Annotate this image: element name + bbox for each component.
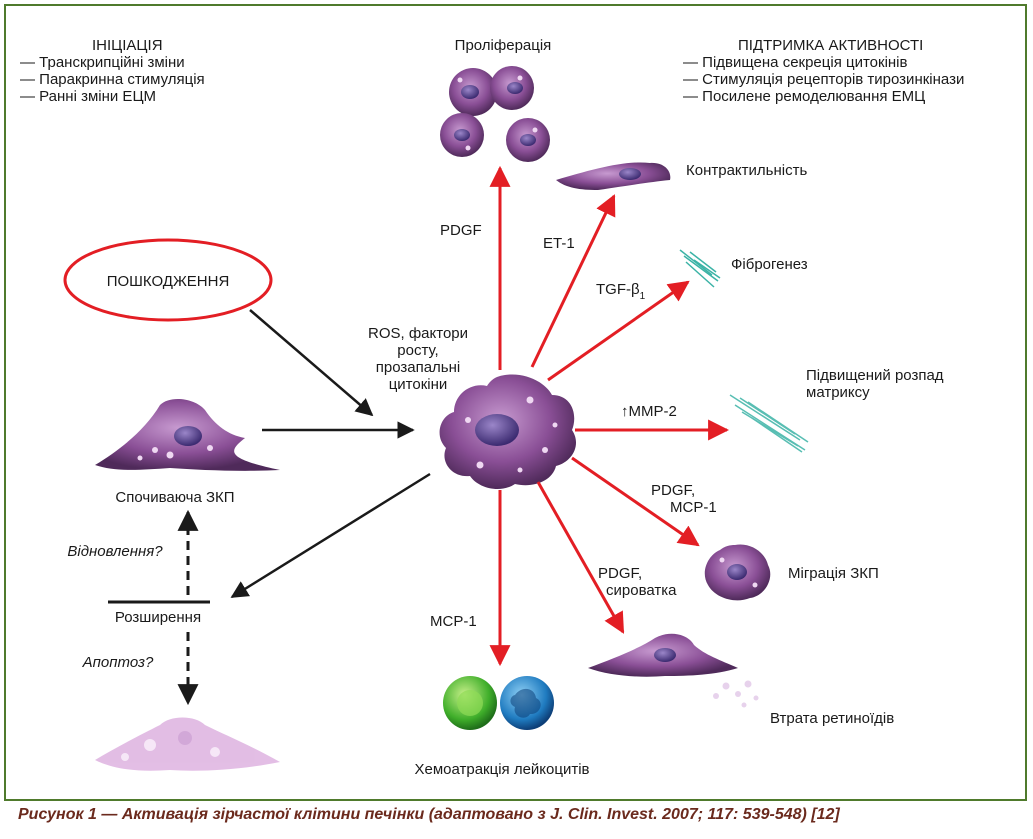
arrow-retinoid-loss: [536, 481, 625, 634]
support-item-1: — Підвищена секреція цитокінів: [683, 54, 908, 71]
injury-arrow: [249, 309, 374, 417]
support-title: ПІДТРИМКА АКТИВНОСТІ: [738, 37, 923, 54]
injury-label: ПОШКОДЖЕННЯ: [107, 273, 230, 290]
figure-caption: Рисунок 1 — Активація зірчастої клітини …: [18, 806, 840, 823]
migrating-cell: [704, 544, 771, 601]
outcome-chemoattraction-label: Хемоатракція лейкоцитів: [414, 761, 589, 778]
initiation-item-1: — Транскрипційні зміни: [20, 54, 185, 71]
mediator-pdgf-mcp1-line-1: PDGF,: [651, 482, 695, 499]
apoptosis-label: Апоптоз?: [82, 654, 154, 671]
outcome-retinoid-loss-label: Втрата ретиноїдів: [770, 710, 894, 727]
resting-hsc-cell: [95, 398, 280, 471]
mediator-tgf: TGF-β1: [596, 281, 646, 302]
mediator-mmp2: ↑MMP-2: [621, 403, 677, 420]
mediator-pdgf: PDGF: [440, 222, 482, 239]
mediator-et1: ET-1: [543, 235, 575, 252]
initiation-title: ІНІЦІАЦІЯ: [92, 37, 163, 54]
stimuli-line-4: цитокіни: [389, 376, 448, 393]
mediator-pdgf-serum-line-2: сироватка: [606, 582, 677, 599]
outcome-migration-label: Міграція ЗКП: [788, 565, 879, 582]
hsc-activation-diagram: ІНІЦІАЦІЯ — Транскрипційні зміни — Парак…: [20, 37, 964, 778]
fibrogenesis-fibers-icon: [679, 249, 721, 288]
contractile-cell: [556, 162, 671, 190]
initiation-item-3: — Ранні зміни ЕЦМ: [20, 88, 156, 105]
proliferating-cells: [440, 66, 550, 162]
activated-hsc-cell: [439, 374, 577, 490]
arrow-migration: [571, 456, 700, 547]
arrow-fibrogenesis: [547, 280, 690, 382]
apoptotic-cell: [95, 717, 280, 771]
outcome-proliferation-label: Проліферація: [455, 37, 552, 54]
reversion-label: Відновлення?: [67, 543, 163, 560]
outcome-matrix-label-line-2: матриксу: [806, 384, 870, 401]
retinoid-loss-cell: [588, 633, 759, 708]
stimuli-line-1: ROS, фактори: [368, 325, 468, 342]
active-to-resolution-arrow: [230, 472, 431, 599]
mediator-mcp1: MCP-1: [430, 613, 477, 630]
arrow-contractility: [530, 194, 616, 368]
support-item-2: — Стимуляція рецепторів тирозинкінази: [683, 71, 964, 88]
resolution-label: Розширення: [115, 609, 201, 626]
stimuli-line-2: росту,: [397, 342, 438, 359]
resting-hsc-label: Спочиваюча ЗКП: [115, 489, 234, 506]
injury-ellipse: [63, 238, 273, 322]
stimuli-line-3: прозапальні: [376, 359, 461, 376]
outcome-matrix-label-line-1: Підвищений розпад: [806, 367, 944, 384]
outcome-fibrogenesis-label: Фіброгенез: [731, 256, 808, 273]
mediator-pdgf-serum-line-1: PDGF,: [598, 565, 642, 582]
leukocytes: [443, 676, 554, 730]
outcome-contractility-label: Контрактильність: [686, 162, 807, 179]
matrix-fragments-icon: [729, 394, 809, 453]
support-item-3: — Посилене ремоделювання ЕМЦ: [683, 88, 925, 105]
initiation-item-2: — Паракринна стимуляція: [20, 71, 205, 88]
mediator-pdgf-mcp1-line-2: MCP-1: [670, 499, 717, 516]
